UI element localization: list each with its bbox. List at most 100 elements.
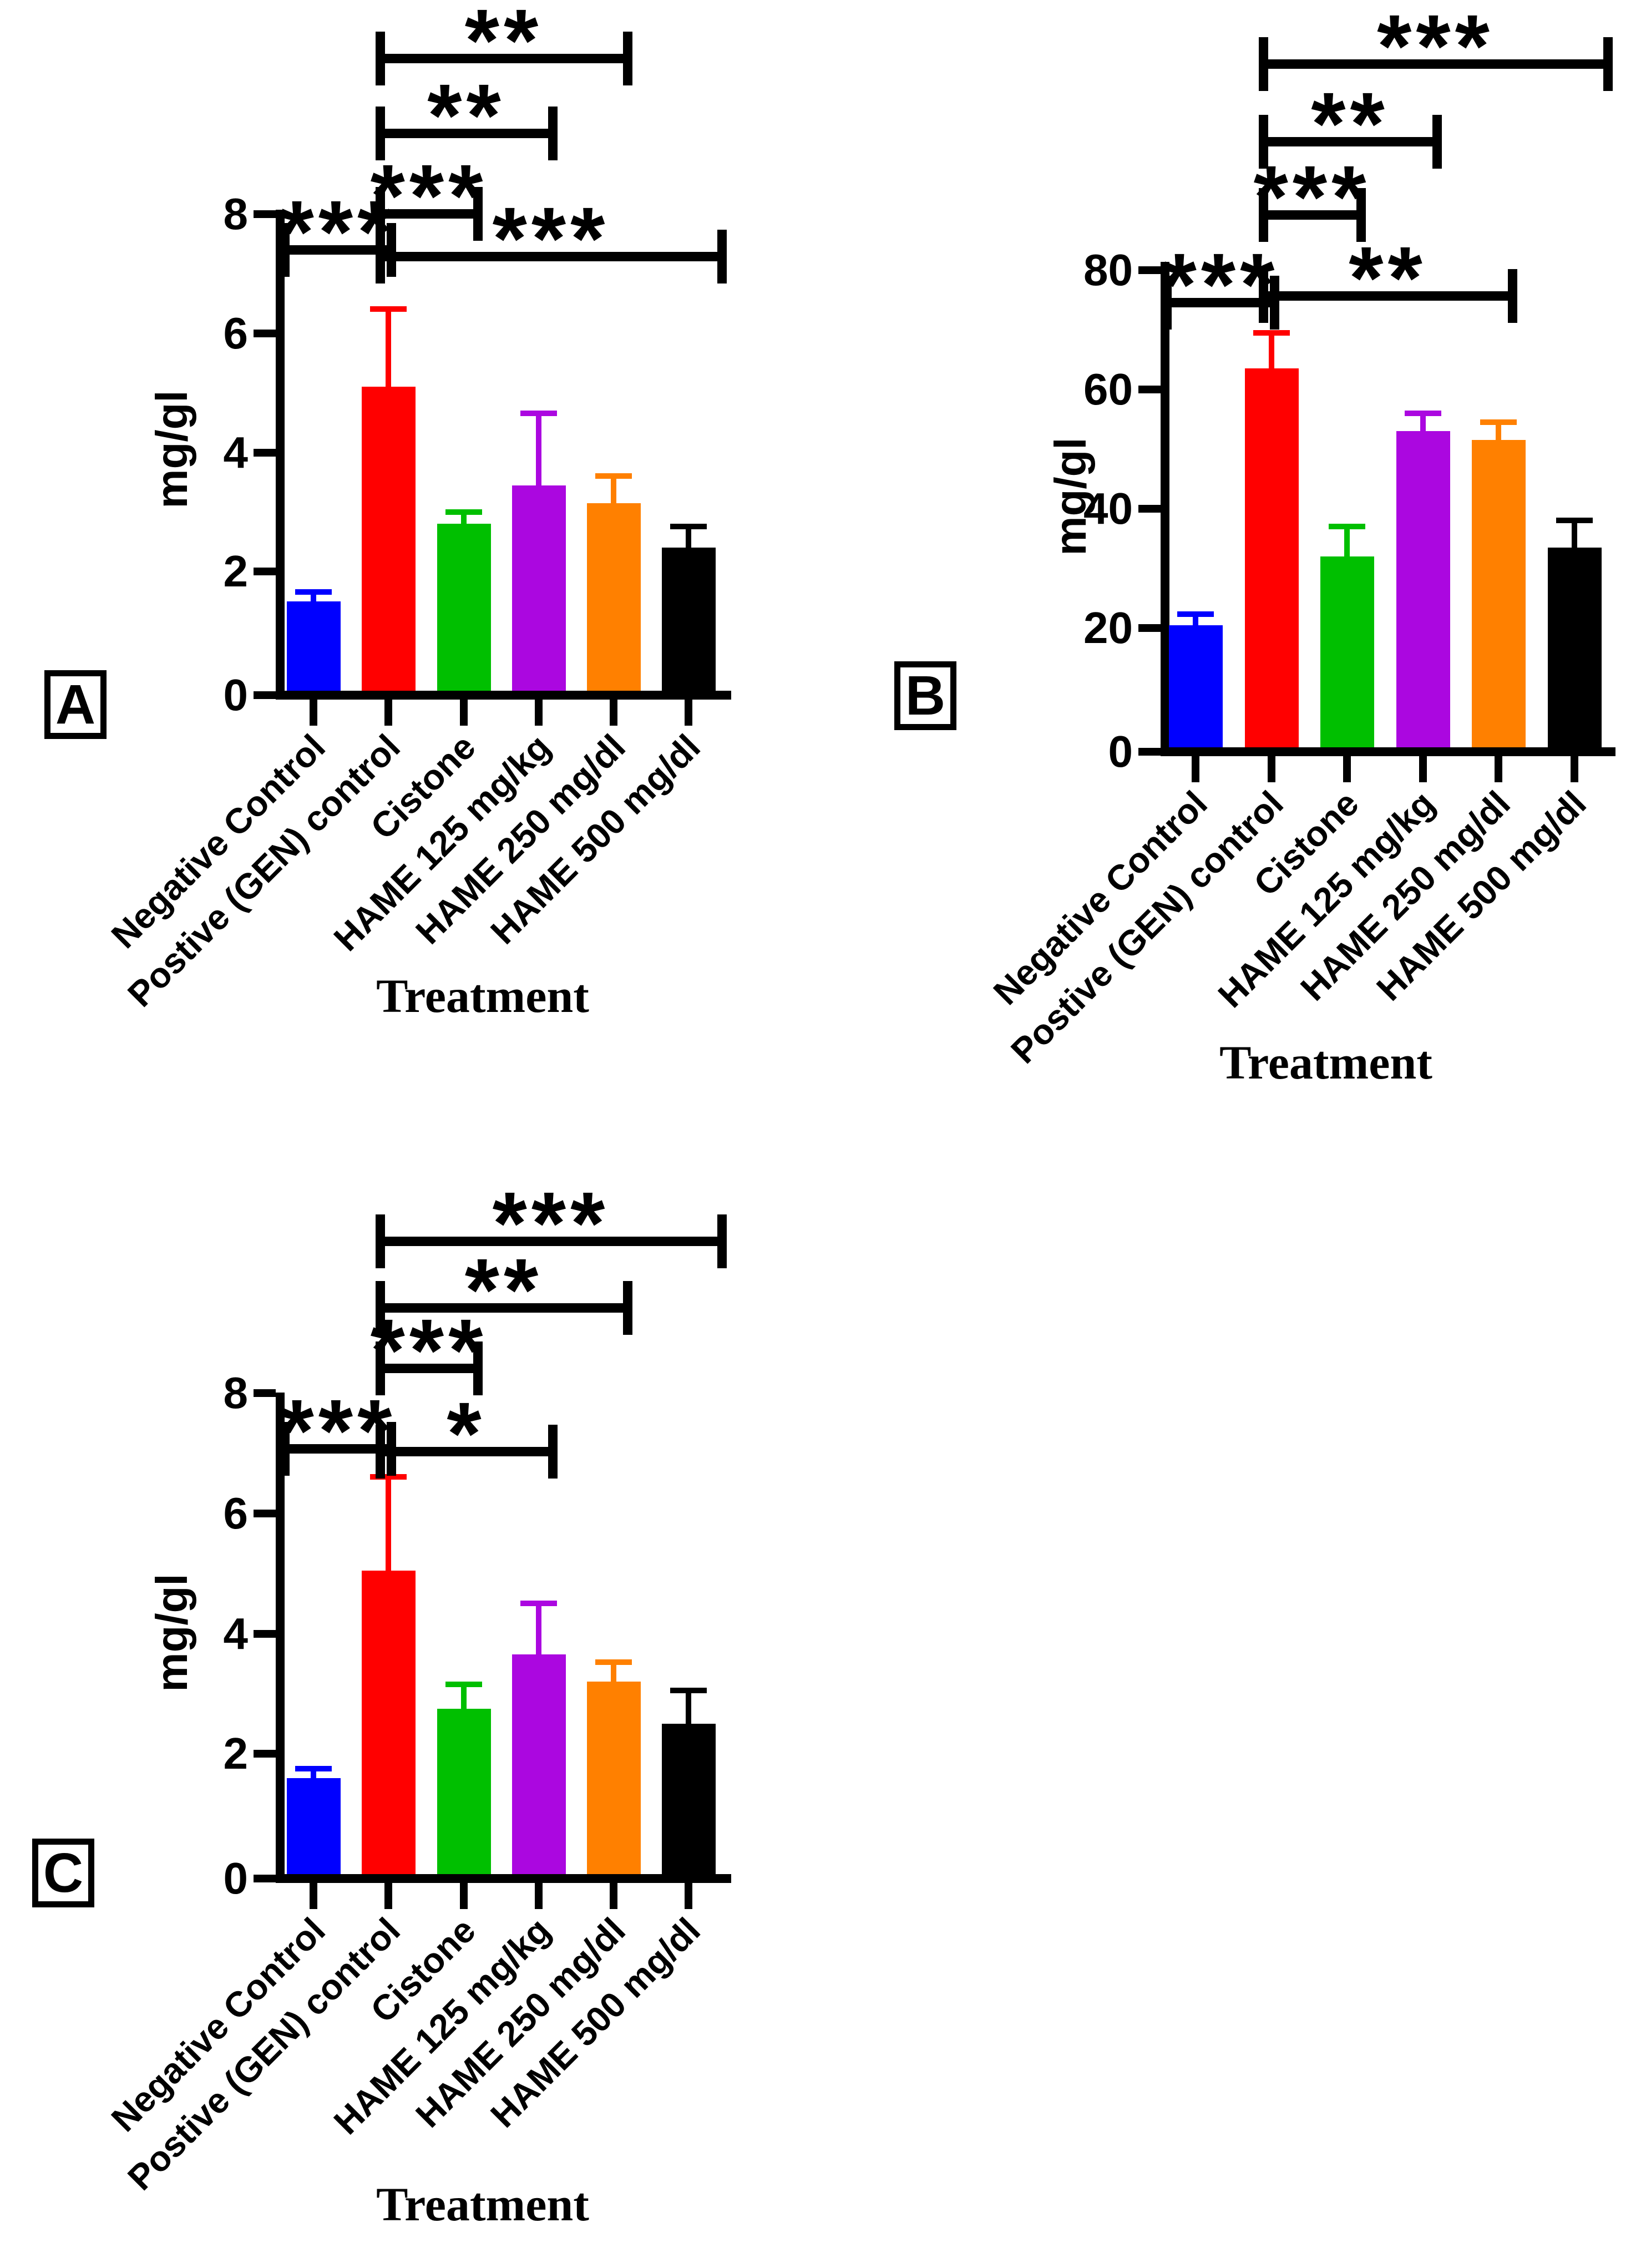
bracket-line bbox=[380, 209, 478, 219]
y-tick bbox=[1138, 386, 1161, 393]
error-bar-stem bbox=[536, 411, 541, 485]
panel-b-letter-box: B bbox=[894, 661, 956, 730]
error-bar-cap bbox=[670, 524, 707, 530]
bracket-line bbox=[1263, 137, 1437, 146]
error-bar-stem bbox=[311, 1765, 316, 1778]
y-tick bbox=[254, 1875, 276, 1882]
y-tick-label: 60 bbox=[1083, 364, 1133, 414]
bracket-line bbox=[1167, 298, 1274, 307]
significance-stars: *** bbox=[492, 1173, 610, 1273]
error-bar-cap bbox=[520, 1600, 557, 1606]
panel-b-x-axis-title: Treatment bbox=[1219, 1036, 1432, 1089]
bar bbox=[1244, 368, 1299, 747]
error-bar-stem bbox=[1420, 410, 1426, 432]
error-bar-stem bbox=[536, 1600, 541, 1655]
y-tick-label: 80 bbox=[1083, 245, 1133, 295]
bracket-serif-left bbox=[1259, 188, 1268, 242]
x-tick bbox=[610, 700, 617, 726]
bracket-serif-left bbox=[376, 1281, 385, 1335]
significance-stars: ** bbox=[1349, 228, 1427, 327]
y-tick bbox=[1138, 748, 1161, 756]
x-tick bbox=[1419, 756, 1427, 782]
bar bbox=[661, 1724, 716, 1874]
bar bbox=[586, 1682, 641, 1874]
x-tick bbox=[685, 1883, 692, 1909]
y-tick-label: 8 bbox=[223, 189, 249, 239]
y-tick bbox=[1138, 505, 1161, 513]
error-bar-stem bbox=[461, 1682, 467, 1709]
panel-a-letter: A bbox=[55, 674, 96, 736]
y-tick-label: 2 bbox=[223, 546, 249, 596]
y-tick-label: 0 bbox=[1108, 727, 1133, 776]
bar bbox=[361, 1570, 416, 1874]
significance-stars: ** bbox=[464, 0, 543, 90]
x-tick bbox=[535, 1883, 543, 1909]
error-bar-stem bbox=[311, 589, 316, 601]
bracket-serif-left bbox=[1162, 276, 1172, 330]
significance-stars: *** bbox=[1253, 147, 1371, 246]
bracket-serif-left bbox=[376, 187, 385, 241]
error-bar-cap bbox=[1480, 419, 1517, 425]
significance-stars: *** bbox=[492, 189, 610, 288]
bar bbox=[586, 503, 641, 691]
bar bbox=[286, 1778, 341, 1874]
x-axis-line bbox=[276, 691, 731, 700]
bracket-serif-right bbox=[548, 107, 558, 160]
bracket-line bbox=[380, 252, 722, 261]
error-bar-stem bbox=[386, 1474, 391, 1571]
error-bar-cap bbox=[1556, 518, 1593, 524]
significance-stars: * bbox=[447, 1384, 486, 1483]
bracket-serif-right bbox=[1356, 188, 1366, 242]
panel-c-x-axis-title: Treatment bbox=[376, 2178, 589, 2231]
error-bar-cap bbox=[445, 1682, 482, 1688]
bracket-serif-left bbox=[1259, 37, 1268, 91]
bar bbox=[1471, 440, 1526, 747]
error-bar-cap bbox=[1405, 410, 1441, 416]
bar bbox=[1168, 625, 1223, 747]
error-bar-stem bbox=[686, 1688, 691, 1724]
error-bar-stem bbox=[1344, 523, 1350, 556]
bracket-line bbox=[1263, 59, 1608, 69]
error-bar-cap bbox=[1253, 330, 1290, 336]
bracket-serif-right bbox=[717, 1214, 727, 1268]
bar bbox=[1547, 547, 1602, 747]
bracket-serif-left bbox=[376, 107, 385, 160]
error-bar-cap bbox=[295, 589, 332, 595]
y-tick-label: 6 bbox=[223, 1488, 249, 1538]
error-bar-cap bbox=[1177, 611, 1214, 617]
bracket-serif-left bbox=[280, 1422, 290, 1476]
x-tick bbox=[685, 700, 692, 726]
panel-a-x-axis-title: Treatment bbox=[376, 969, 589, 1022]
y-tick bbox=[1138, 266, 1161, 274]
significance-stars: *** bbox=[279, 182, 397, 281]
y-tick-label: 4 bbox=[223, 1608, 249, 1658]
error-bar-stem bbox=[1193, 611, 1198, 625]
significance-stars: *** bbox=[1377, 0, 1494, 95]
panel-c-letter-box: C bbox=[32, 1839, 94, 1907]
x-tick bbox=[310, 700, 317, 726]
bar bbox=[511, 485, 566, 691]
y-tick-label: 20 bbox=[1083, 603, 1133, 652]
y-tick-label: 4 bbox=[223, 427, 249, 477]
bracket-serif-right bbox=[473, 1341, 483, 1395]
x-tick bbox=[1268, 756, 1275, 782]
bracket-line bbox=[1263, 210, 1361, 220]
bar bbox=[437, 1708, 491, 1874]
y-tick-label: 8 bbox=[223, 1368, 249, 1418]
x-tick bbox=[610, 1883, 617, 1909]
x-tick bbox=[535, 700, 543, 726]
bracket-serif-left bbox=[376, 1341, 385, 1395]
error-bar-cap bbox=[295, 1765, 332, 1771]
significance-stars: ** bbox=[427, 65, 505, 165]
bar bbox=[1320, 556, 1374, 747]
y-tick bbox=[254, 1389, 276, 1397]
bar bbox=[437, 524, 491, 691]
significance-stars: ** bbox=[1311, 74, 1389, 173]
error-bar-stem bbox=[611, 473, 616, 503]
significance-stars: *** bbox=[1162, 235, 1279, 334]
error-bar-stem bbox=[386, 306, 391, 387]
error-bar-stem bbox=[461, 509, 467, 524]
bar bbox=[361, 387, 416, 691]
y-tick bbox=[254, 448, 276, 457]
x-tick bbox=[310, 1883, 317, 1909]
